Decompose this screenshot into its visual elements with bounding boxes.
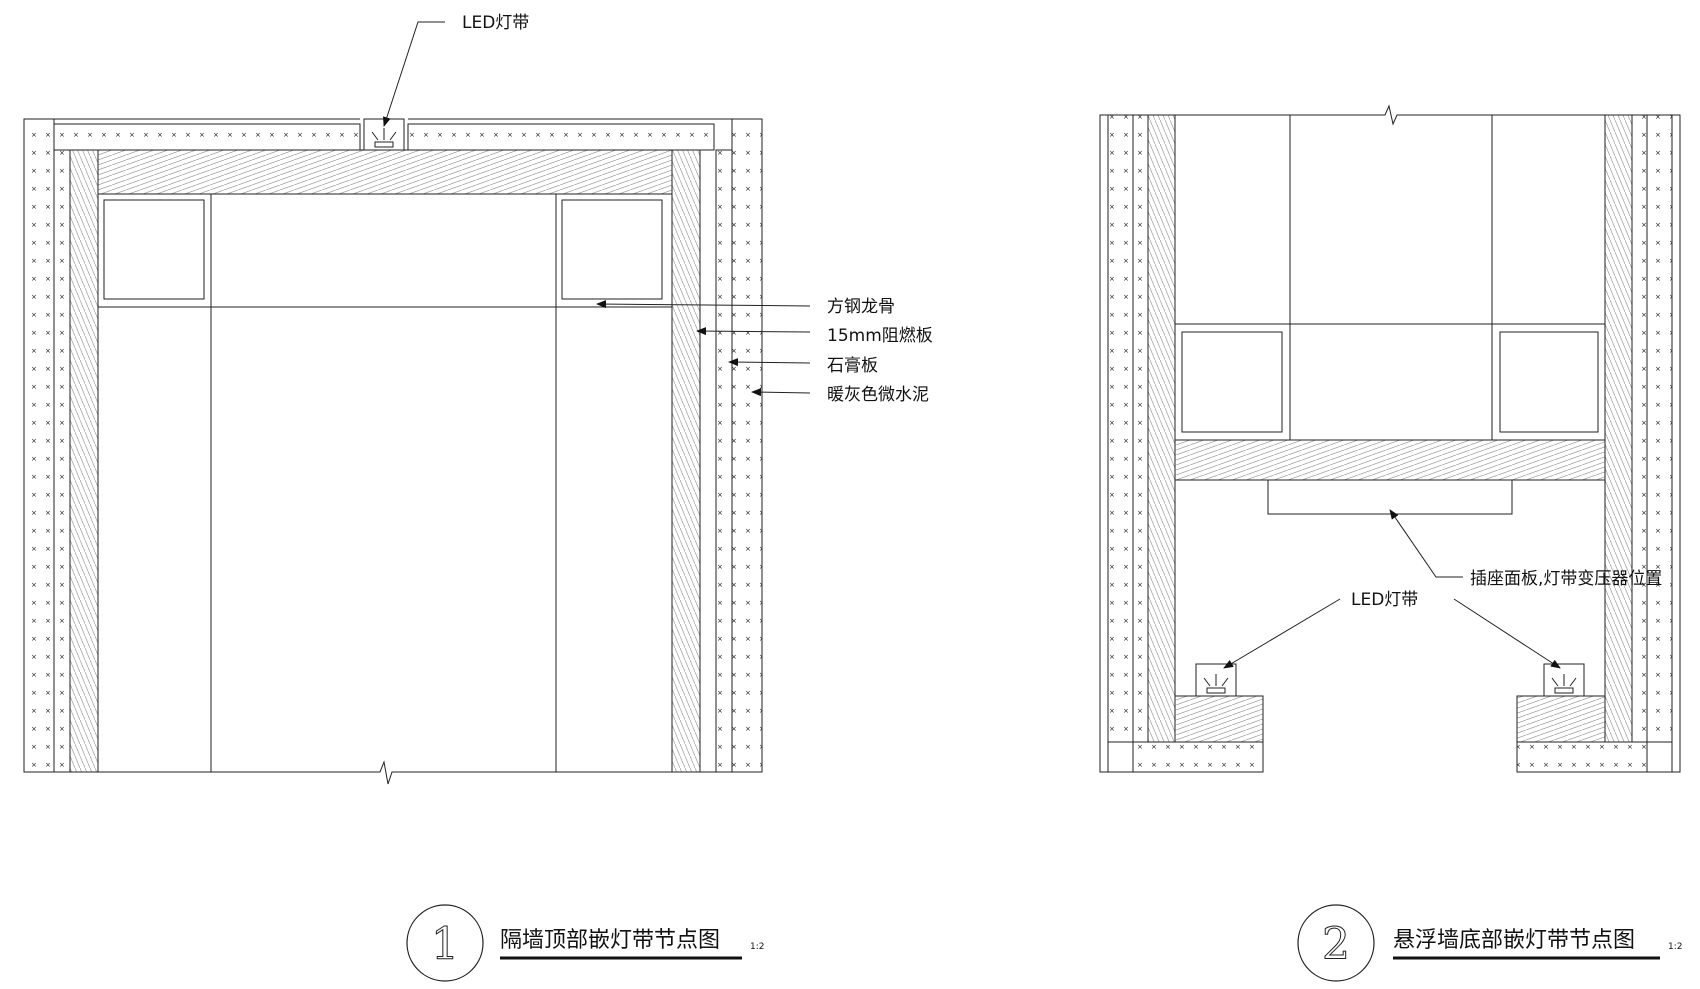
steel-square-left	[103, 199, 205, 300]
leader-led-left	[1223, 598, 1341, 669]
steel-square-right-2	[1499, 331, 1599, 433]
leader-gypsum	[728, 358, 811, 367]
detail-title-1: 隔墙顶部嵌灯带节点图	[500, 928, 720, 953]
label-15mm-board: 15mm阻燃板	[827, 326, 933, 346]
detail-2-floating-wall-bottom	[1099, 104, 1681, 773]
title-block-2: 2 悬浮墙底部嵌灯带节点图 1:2	[1297, 904, 1682, 982]
detail-1-partition-top	[23, 21, 811, 785]
led-fixture-right	[1543, 663, 1585, 697]
leader-socket	[1389, 509, 1463, 578]
title-block-1: 1 隔墙顶部嵌灯带节点图 1:2	[406, 904, 764, 982]
led-light-icon-left	[1203, 674, 1229, 694]
leader-board15	[696, 327, 811, 336]
detail-number-1: 1	[431, 919, 459, 970]
steel-square-right	[561, 199, 663, 300]
label-gypsum-board: 石膏板	[827, 355, 878, 376]
detail-scale-2: 1:2	[1668, 942, 1682, 952]
detail-number-2: 2	[1322, 919, 1350, 970]
socket-panel-box	[1267, 479, 1513, 515]
label-led-strip-1: LED灯带	[462, 13, 529, 33]
detail-scale-1: 1:2	[750, 942, 764, 952]
leader-led-right	[1453, 598, 1561, 669]
label-led-strip-2: LED灯带	[1351, 590, 1418, 610]
led-light-icon	[371, 128, 397, 148]
label-square-steel-keel: 方钢龙骨	[827, 297, 895, 317]
detail-title-2: 悬浮墙底部嵌灯带节点图	[1393, 928, 1635, 953]
leader-cement	[751, 388, 811, 397]
steel-square-left-2	[1181, 331, 1283, 433]
label-socket-panel: 插座面板,灯带变压器位置	[1470, 569, 1662, 589]
label-micro-cement: 暖灰色微水泥	[827, 385, 929, 405]
led-light-icon-right	[1551, 674, 1577, 694]
led-fixture-left	[1195, 663, 1237, 697]
leader-steel	[596, 300, 811, 309]
leader-led	[382, 21, 445, 127]
